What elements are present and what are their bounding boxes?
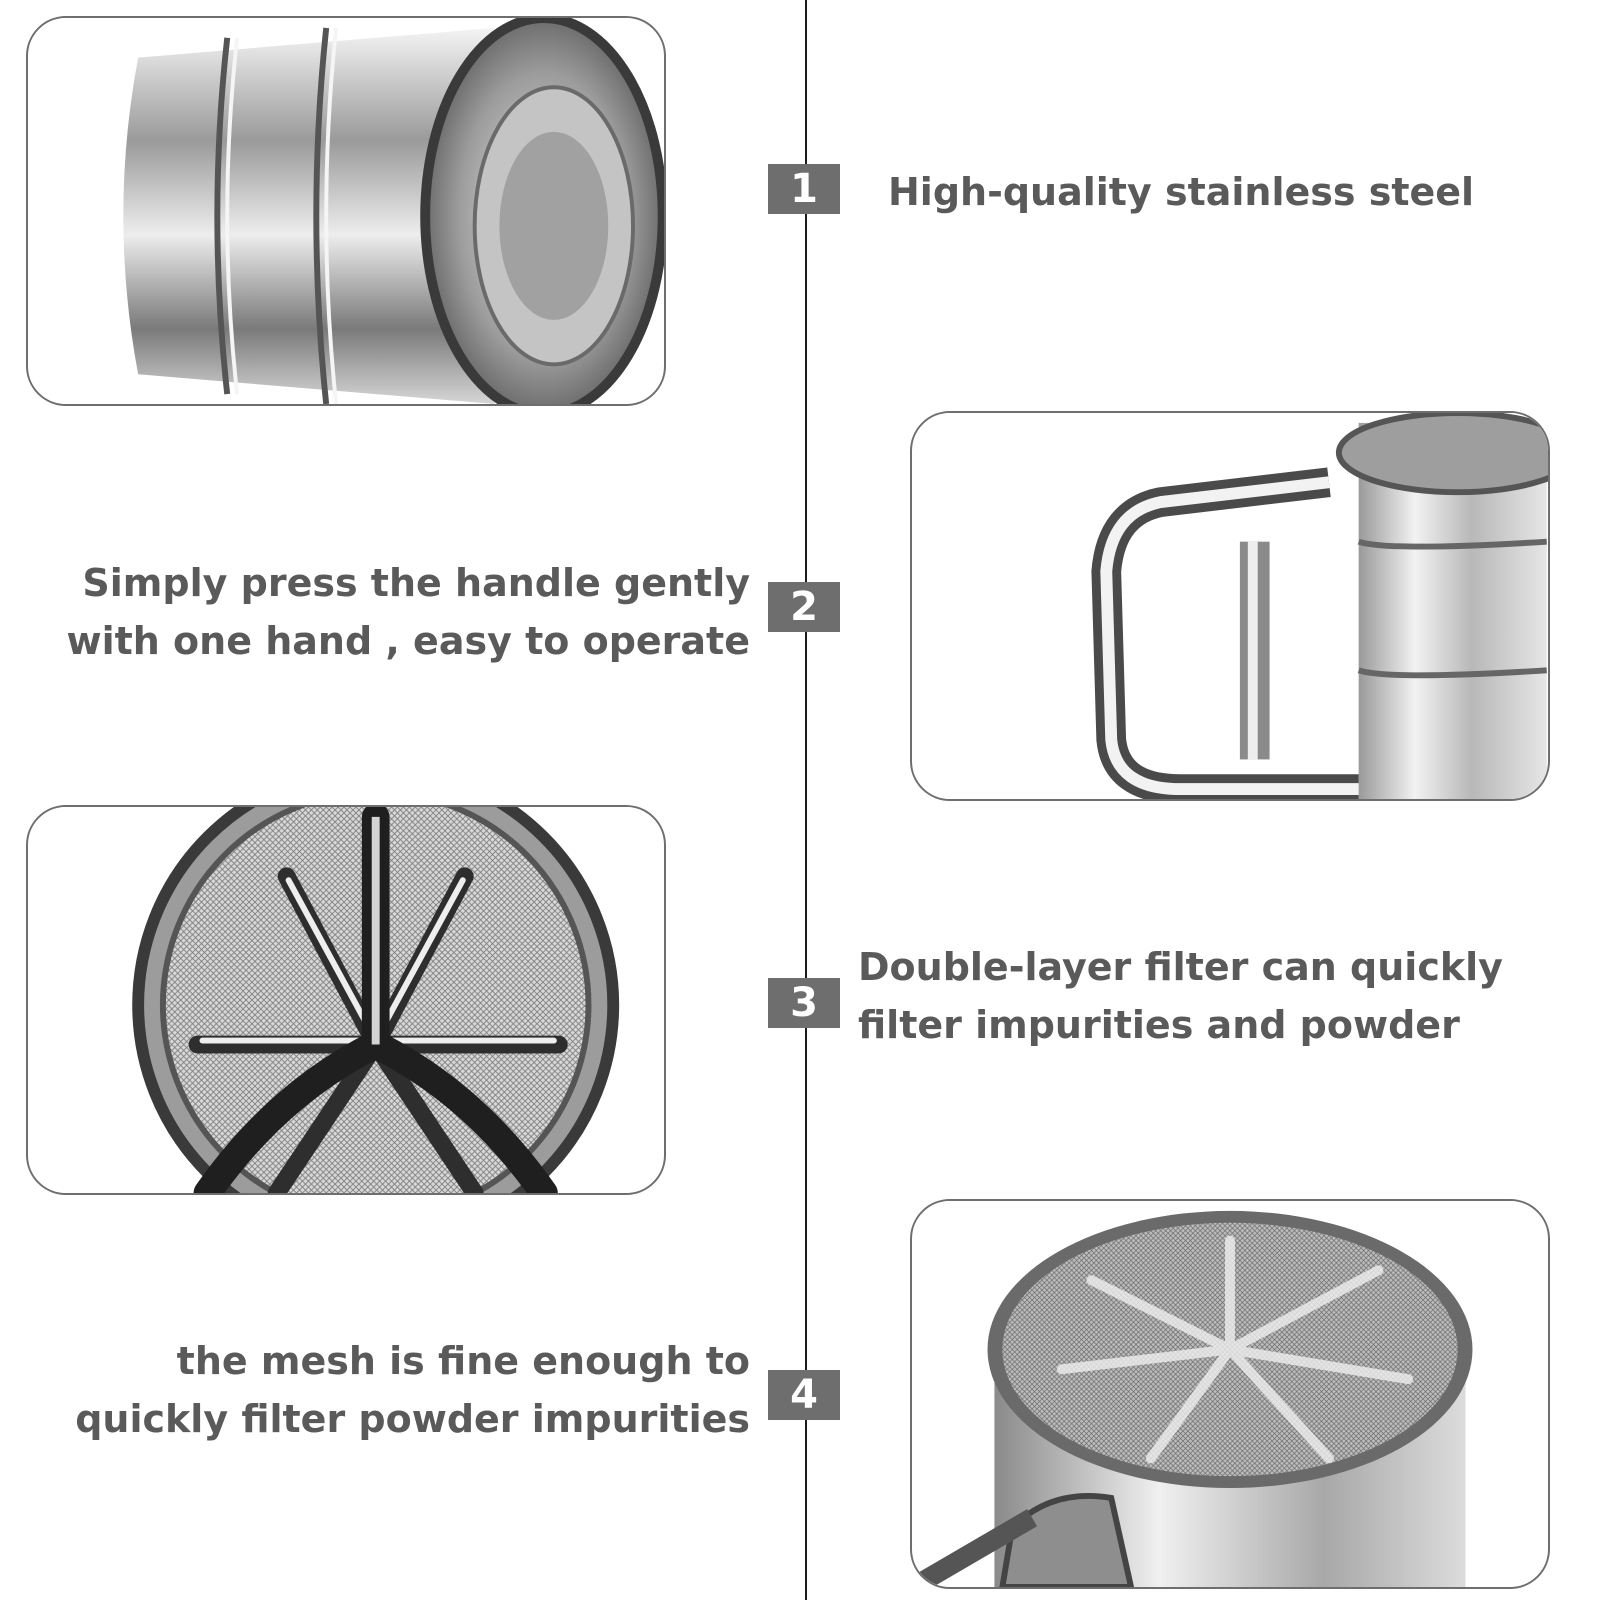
caption-line: the mesh is fine enough to [176,1339,750,1383]
sifter-handle-photo [913,413,1548,799]
feature-caption: High-quality stainless steel [888,163,1474,221]
photo-panel-4 [910,1199,1550,1589]
photo-panel-2 [910,411,1550,801]
feature-caption: the mesh is fine enough to quickly filte… [75,1332,750,1448]
sifter-barrel-photo [29,18,664,404]
feature-number-badge: 3 [768,978,840,1028]
photo-panel-3 [26,805,666,1195]
feature-number-badge: 4 [768,1370,840,1420]
photo-panel-1 [26,16,666,406]
feature-number-badge: 2 [768,582,840,632]
caption-line: with one hand , easy to operate [66,619,750,663]
center-divider-line [805,0,807,1600]
caption-line: Simply press the handle gently [82,561,750,605]
sifter-agitator-photo [29,807,663,1193]
feature-number-badge: 1 [768,164,840,214]
sifter-mesh-photo [912,1201,1547,1587]
feature-caption: Simply press the handle gently with one … [66,554,750,670]
feature-caption: Double-layer filter can quickly filter i… [858,938,1503,1054]
caption-line: Double-layer filter can quickly [858,945,1503,989]
caption-line: High-quality stainless steel [888,170,1475,214]
caption-line: filter impurities and powder [858,1003,1460,1047]
caption-line: quickly filter powder impurities [75,1397,750,1441]
